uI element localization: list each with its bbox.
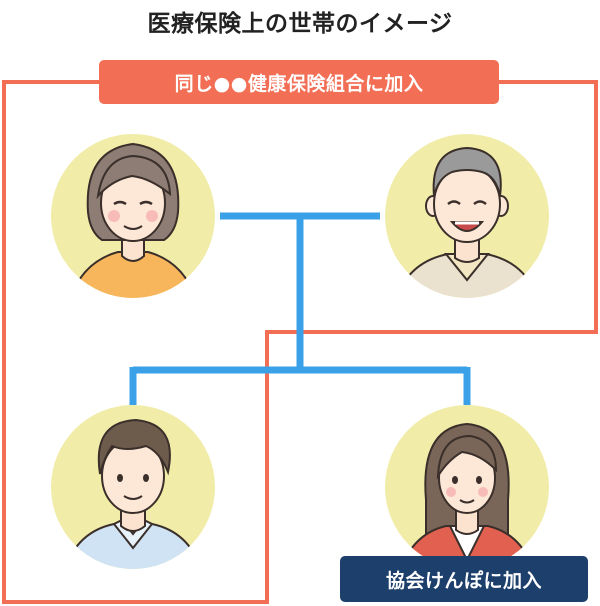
page-title: 医療保険上の世帯のイメージ	[147, 11, 453, 37]
mother-avatar	[51, 134, 215, 298]
same-health-insurance-union-label: 同じ●●健康保険組合に加入	[99, 60, 499, 104]
son-avatar	[51, 405, 215, 569]
family-connectors	[129, 212, 471, 405]
kyokai-kenpo-label: 協会けんぽに加入	[340, 556, 588, 602]
daughter-avatar	[385, 405, 549, 569]
insurance-group-frame	[2, 80, 598, 604]
father-avatar	[385, 134, 549, 298]
